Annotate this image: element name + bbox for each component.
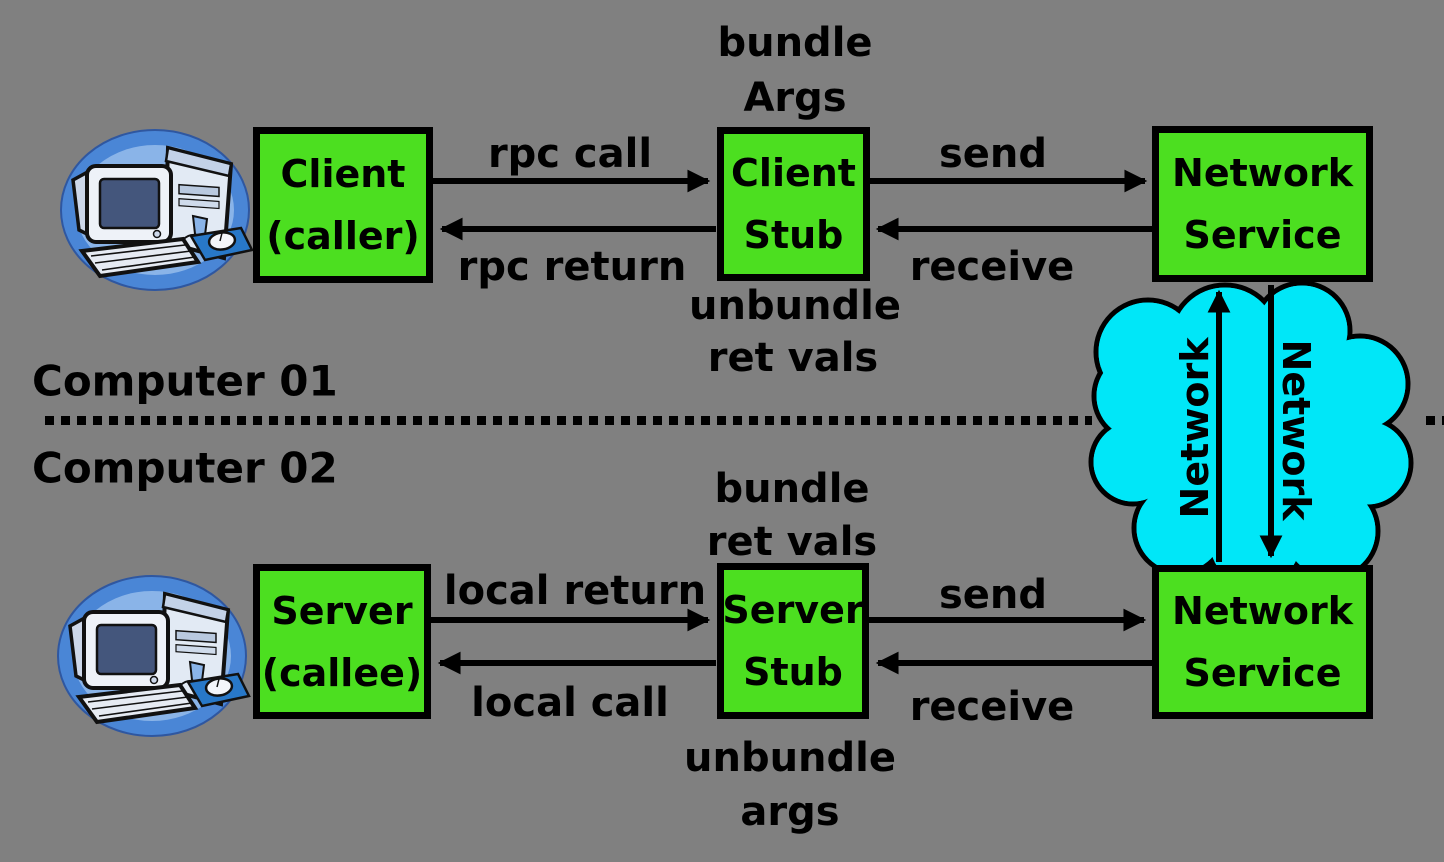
server-box-line2: (callee) (261, 650, 423, 695)
unbundle-retvals-line2: ret vals (707, 335, 879, 381)
network-service-top-box: Network Service (1152, 126, 1373, 282)
rpc-return-label: rpc return (457, 244, 687, 290)
receive-top-label: receive (909, 244, 1075, 290)
bundle-args-line2: Args (743, 75, 847, 121)
client-box: Client (caller) (253, 127, 433, 283)
computer-01-label: Computer 01 (32, 356, 338, 406)
client-stub-line2: Stub (743, 213, 844, 257)
client-box-line1: Client (280, 152, 406, 196)
send-top-label: send (938, 131, 1048, 177)
rpc-call-label: rpc call (487, 131, 653, 177)
unbundle-args-line2: args (740, 789, 840, 835)
unbundle-retvals-line1: unbundle (688, 283, 902, 329)
desktop-computer-icon (59, 128, 254, 292)
network-service-top-line2: Service (1183, 213, 1342, 257)
server-stub-line2: Stub (743, 650, 843, 694)
client-stub-box: Client Stub (717, 127, 870, 281)
server-box-line1: Server (271, 588, 413, 633)
send-bottom-label: send (938, 572, 1048, 618)
local-return-label: local return (443, 568, 707, 614)
receive-bottom-label: receive (909, 684, 1075, 730)
bundle-args-line1: bundle (717, 20, 873, 66)
network-service-bottom-box: Network Service (1152, 565, 1373, 719)
network-cloud-left-label: Network (1173, 337, 1217, 519)
unbundle-args-line1: unbundle (683, 735, 897, 781)
server-stub-line1: Server (722, 588, 864, 632)
network-service-top-line1: Network (1172, 151, 1353, 195)
client-stub-line1: Client (731, 151, 856, 195)
computer-divider-line-right (1426, 416, 1444, 425)
server-box: Server (callee) (253, 564, 431, 719)
cloud-fill (1093, 285, 1409, 587)
computer-02-label: Computer 02 (32, 443, 338, 493)
computer-divider-line (45, 416, 1092, 425)
local-call-label: local call (471, 680, 669, 726)
desktop-computer-icon (56, 574, 251, 738)
server-stub-box: Server Stub (717, 563, 869, 719)
network-cloud-right-label: Network (1274, 339, 1318, 521)
client-box-line2: (caller) (266, 214, 420, 258)
bundle-retvals-line1: bundle (714, 466, 870, 512)
cloud-outline (1088, 280, 1414, 592)
network-service-bottom-line1: Network (1172, 589, 1353, 633)
network-service-bottom-line2: Service (1183, 651, 1342, 695)
bundle-retvals-line2: ret vals (706, 519, 878, 565)
